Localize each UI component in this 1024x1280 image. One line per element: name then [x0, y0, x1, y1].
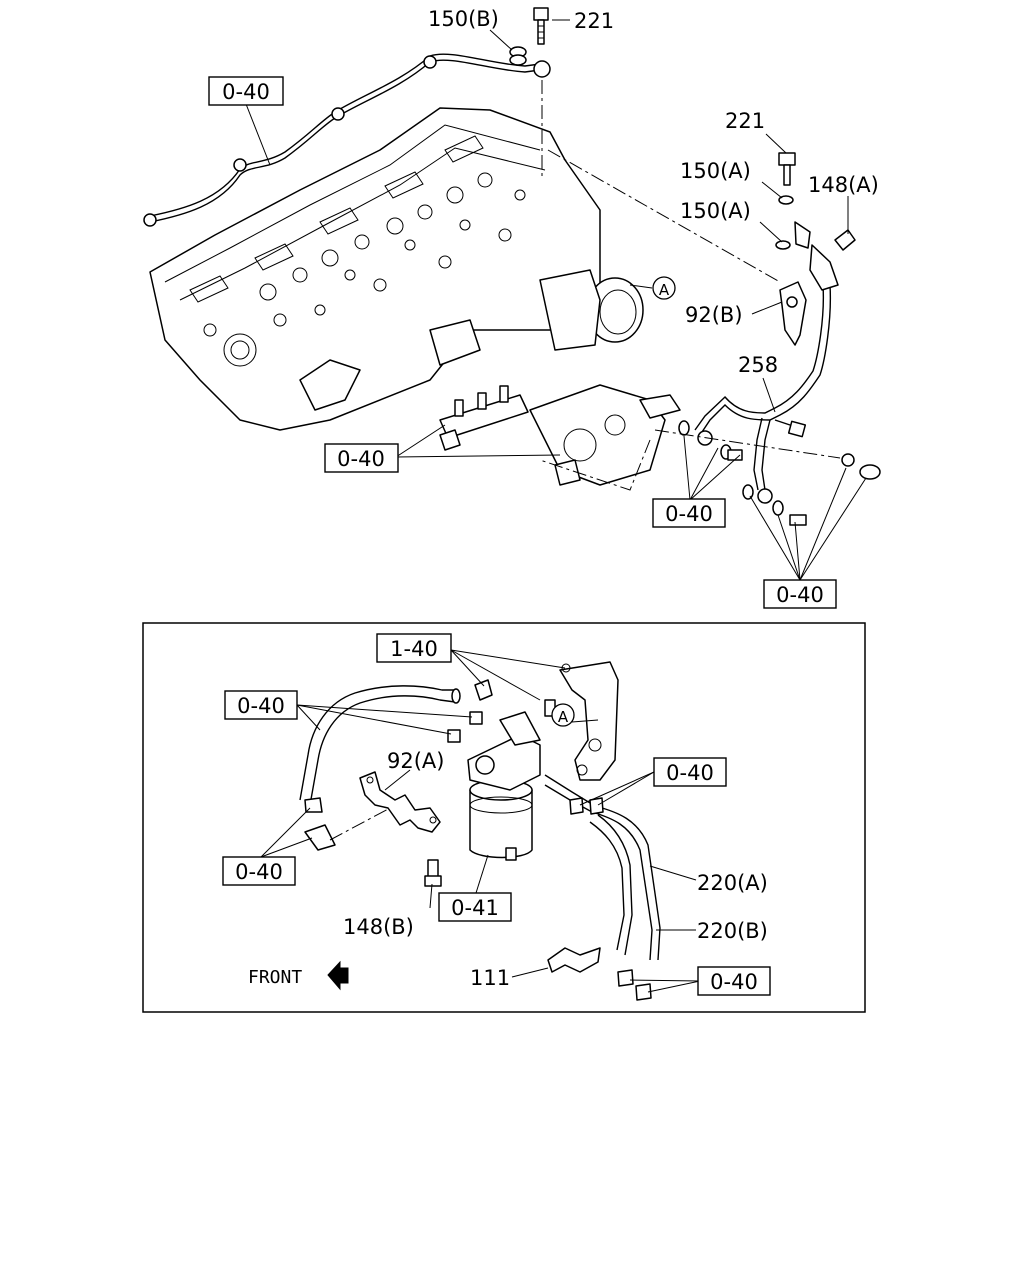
callout-box-040-h: [697, 966, 771, 996]
callout-040-g: 0-40: [235, 860, 283, 884]
callout-box-040-a: [208, 76, 284, 106]
label-150a-lower: 150(A): [680, 199, 751, 223]
bracket-axis: [329, 807, 391, 841]
ref-a-marker-top: [652, 276, 676, 300]
callout-box-040-e: [224, 690, 298, 720]
front-label: FRONT: [248, 967, 302, 988]
callout-140: 1-40: [390, 637, 438, 661]
callout-040-f: 0-40: [666, 761, 714, 785]
callout-box-040-b: [324, 443, 399, 473]
leak-off-pipe: [143, 46, 551, 227]
filter-bracket: [544, 661, 619, 781]
washers-and-bolts-right: [678, 152, 881, 526]
part-labels: 150(B) 221 221 150(A) 150(A) 148(A) 92(B…: [248, 7, 879, 990]
callout-box-040-g: [222, 856, 296, 886]
label-148a: 148(A): [808, 173, 879, 197]
label-150b: 150(B): [428, 7, 499, 31]
label-221-right: 221: [725, 109, 765, 133]
inset-frame: [142, 622, 866, 1013]
clips-and-bolts-inset: [304, 679, 652, 1001]
label-148b: 148(B): [343, 915, 414, 939]
label-92b: 92(B): [685, 303, 743, 327]
callout-040-b: 0-40: [337, 447, 385, 471]
label-92a: 92(A): [387, 749, 444, 773]
label-258: 258: [738, 353, 778, 377]
callout-box-140: [376, 633, 452, 663]
fuel-filter: [467, 711, 541, 861]
callout-boxes: 0-40 0-40 0-40 0-40 1-40 0-40 0-40 0-40 …: [208, 76, 837, 996]
callout-040-e: 0-40: [237, 694, 285, 718]
callout-040-a: 0-40: [222, 80, 270, 104]
callout-box-040-c: [652, 498, 726, 528]
callout-box-040-f: [653, 757, 727, 787]
label-221-top: 221: [574, 9, 614, 33]
callout-box-040-d: [763, 579, 837, 609]
callout-040-d: 0-40: [776, 583, 824, 607]
front-arrow-icon: [327, 960, 349, 991]
ref-a-text-inset: A: [558, 708, 569, 726]
label-220a: 220(A): [697, 871, 768, 895]
bracket-92a: [359, 771, 441, 833]
leader-lines-inset: [260, 649, 701, 993]
callout-040-c: 0-40: [665, 502, 713, 526]
banjo-bolt-221-top: [533, 7, 549, 45]
bolt-148b: [424, 859, 442, 887]
reference-lines: [539, 149, 841, 491]
label-111: 111: [470, 966, 510, 990]
leader-lines-upper: [245, 19, 867, 581]
common-rail: [439, 385, 529, 451]
label-220b: 220(B): [697, 919, 768, 943]
ref-a-text-top: A: [659, 281, 670, 299]
callout-040-h: 0-40: [710, 970, 758, 994]
fuel-supply-pump: [529, 384, 681, 486]
callout-box-041: [438, 892, 512, 922]
reference-markers: A A: [551, 276, 676, 727]
ref-a-marker-inset: [551, 703, 575, 727]
label-150a-upper: 150(A): [680, 159, 751, 183]
cylinder-head-assembly: [149, 107, 644, 431]
callout-041: 0-41: [451, 896, 499, 920]
